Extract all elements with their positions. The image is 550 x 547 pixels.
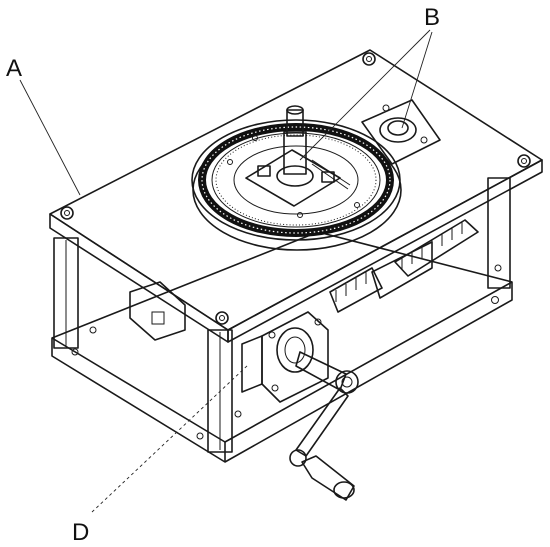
crank-handle — [289, 351, 359, 501]
label-a: A — [6, 55, 22, 82]
label-d: D — [72, 519, 89, 546]
adjuster-housing — [361, 99, 441, 165]
bearing-block — [129, 281, 186, 341]
top-plate — [49, 49, 543, 343]
central-fixture — [245, 105, 351, 207]
label-b: B — [424, 4, 440, 31]
bottom-base-plate — [51, 231, 513, 463]
crank-housing — [241, 311, 329, 403]
dial-plate — [191, 119, 402, 251]
gear-train — [329, 219, 479, 313]
leader-lines — [19, 29, 433, 513]
